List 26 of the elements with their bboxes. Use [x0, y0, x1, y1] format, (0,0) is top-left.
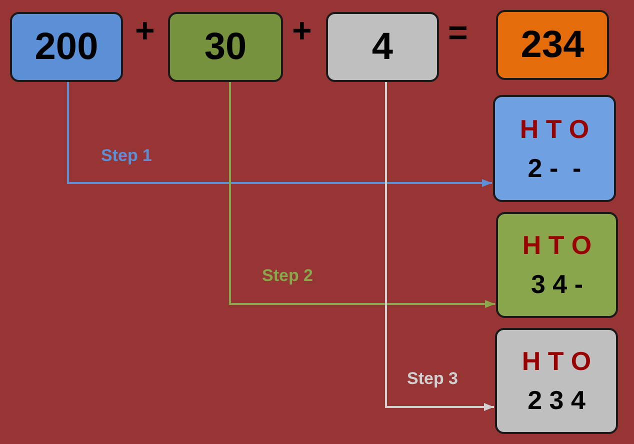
number-text: 200 — [34, 26, 98, 68]
number-text: 4 — [372, 26, 394, 68]
place-value-header: H T O — [520, 114, 590, 144]
number-text: 30 — [204, 26, 247, 68]
operator-symbol: + — [292, 12, 312, 51]
number-box — [10, 12, 123, 82]
place-value-box — [495, 328, 618, 434]
operator-symbol: = — [448, 14, 468, 53]
arrow — [385, 82, 494, 411]
edge-label: Step 3 — [405, 369, 460, 389]
place-value-header: H T O — [522, 230, 592, 261]
number-box — [168, 12, 283, 82]
number-box — [326, 12, 439, 82]
arrow — [229, 82, 495, 308]
digit-row: 2 3 4 — [528, 385, 586, 416]
place-value-box — [493, 95, 616, 202]
number-text: 234 — [520, 24, 584, 66]
place-value-header: H T O — [522, 346, 592, 377]
operator-symbol: + — [135, 12, 155, 51]
number-box — [496, 10, 609, 80]
digit-row: 2 - - — [528, 152, 582, 184]
arrow — [67, 82, 492, 187]
place-value-box — [496, 212, 618, 318]
digit-row: 3 4 - — [530, 269, 584, 300]
edge-label: Step 1 — [99, 146, 154, 166]
edge-label: Step 2 — [260, 266, 316, 286]
